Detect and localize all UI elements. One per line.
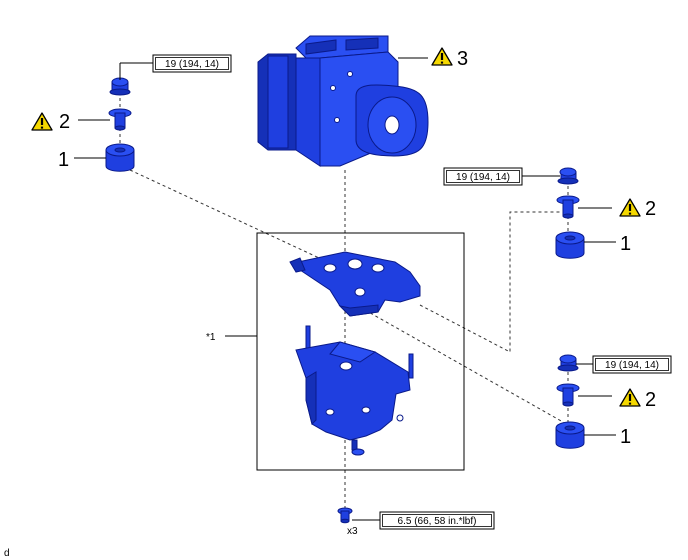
torque-text: 6.5 (66, 58 in.*lbf) xyxy=(398,516,477,527)
bottom-bolt xyxy=(337,507,353,524)
callout-2: 2 xyxy=(645,389,656,411)
leader-lines xyxy=(74,57,616,521)
callout-1: 1 xyxy=(620,426,631,448)
upper-bracket xyxy=(289,251,421,317)
torque-text: 19 (194, 14) xyxy=(456,172,510,183)
callout-1: 1 xyxy=(620,233,631,255)
warning-icon xyxy=(619,388,641,407)
torque-box-mid-right: 19 (194, 14) xyxy=(443,167,523,186)
abs-actuator-assembly xyxy=(257,35,429,167)
callout-star-1: *1 xyxy=(206,332,216,343)
torque-text: 19 (194, 14) xyxy=(165,59,219,70)
right-low-nut xyxy=(557,354,579,372)
left-grommet xyxy=(105,143,135,172)
quantity-label: x3 xyxy=(347,526,358,537)
torque-box-top-left: 19 (194, 14) xyxy=(152,54,232,73)
callout-2: 2 xyxy=(59,111,70,133)
corner-mark: d xyxy=(4,548,10,559)
torque-text: 19 (194, 14) xyxy=(605,360,659,371)
bracket-group-frame xyxy=(256,232,465,471)
right-mid-grommet xyxy=(555,231,585,259)
callout-1: 1 xyxy=(58,149,69,171)
warning-icon xyxy=(619,198,641,217)
callout-3: 3 xyxy=(457,48,468,70)
right-mid-nut xyxy=(557,167,579,185)
torque-box-bottom: 6.5 (66, 58 in.*lbf) xyxy=(379,511,495,530)
warning-icon xyxy=(31,112,53,131)
callout-2: 2 xyxy=(645,198,656,220)
right-low-grommet xyxy=(555,421,585,449)
torque-box-low-right: 19 (194, 14) xyxy=(592,355,672,374)
left-nut xyxy=(109,77,131,96)
lower-bracket xyxy=(295,325,414,456)
left-bolt xyxy=(108,108,132,131)
right-mid-bolt xyxy=(556,195,580,219)
right-low-bolt xyxy=(556,383,580,407)
warning-icon xyxy=(431,47,453,66)
